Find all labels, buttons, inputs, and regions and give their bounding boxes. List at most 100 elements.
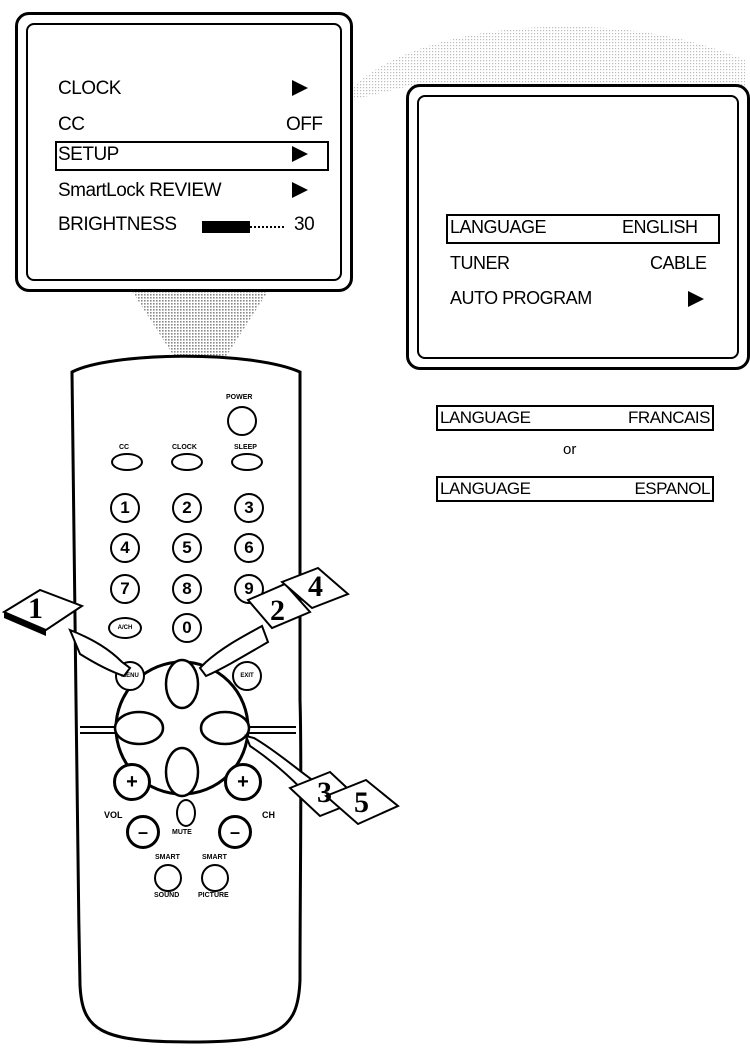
- mute-button[interactable]: [176, 799, 196, 827]
- ch-label: CH: [262, 810, 275, 820]
- power-label: POWER: [226, 394, 253, 401]
- language-option-francais: LANGUAGE FRANCAIS: [436, 405, 714, 431]
- plus-icon: +: [126, 770, 138, 793]
- smart-picture-button[interactable]: [201, 864, 229, 892]
- or-text: or: [563, 441, 577, 458]
- setup-menu-screen: [406, 84, 750, 370]
- arrow-right-icon: [292, 146, 308, 162]
- power-button[interactable]: [227, 406, 257, 436]
- menu-item-tuner[interactable]: TUNER: [450, 253, 510, 274]
- vol-down-button[interactable]: –: [126, 815, 160, 849]
- digit-button-7[interactable]: 7: [110, 574, 140, 604]
- brightness-slider-track: [250, 226, 284, 228]
- sleep-label: SLEEP: [234, 444, 257, 451]
- digit-button-8[interactable]: 8: [172, 574, 202, 604]
- digit-button-1[interactable]: 1: [110, 493, 140, 523]
- menu-item-label: LANGUAGE: [450, 217, 547, 237]
- vol-label: VOL: [104, 810, 123, 820]
- step-tag-1-shape: [1, 588, 85, 632]
- menu-item-label: BRIGHTNESS: [58, 214, 177, 235]
- step-number-2: 2: [270, 594, 285, 627]
- smart-sound-top-label: SMART: [155, 854, 180, 861]
- digit-button-3[interactable]: 3: [234, 493, 264, 523]
- step-tag-5-shape: [324, 778, 400, 826]
- digit-button-4[interactable]: 4: [110, 533, 140, 563]
- tuner-value: CABLE: [650, 253, 707, 273]
- digit-button-2[interactable]: 2: [172, 493, 202, 523]
- language-option-value: ESPANOL: [634, 479, 710, 498]
- menu-item-label: CC: [58, 114, 85, 135]
- vol-up-button[interactable]: +: [113, 763, 151, 801]
- ch-down-button[interactable]: –: [218, 815, 252, 849]
- menu-item-label: AUTO PROGRAM: [450, 288, 592, 308]
- arrow-right-icon: [688, 291, 704, 307]
- language-option-label: LANGUAGE: [440, 408, 531, 427]
- ach-label: A/CH: [117, 625, 133, 631]
- menu-item-label: SmartLock REVIEW: [58, 180, 222, 201]
- minus-icon: –: [229, 821, 240, 842]
- language-option-label: LANGUAGE: [440, 479, 531, 498]
- sleep-button[interactable]: [231, 453, 263, 471]
- cc-label: CC: [119, 444, 130, 451]
- language-option-value: FRANCAIS: [628, 408, 710, 427]
- arrow-right-icon: [292, 182, 308, 198]
- exit-label: EXIT: [240, 673, 254, 679]
- nav-up-button: [164, 658, 200, 710]
- brightness-slider[interactable]: [202, 221, 284, 233]
- mute-label: MUTE: [172, 829, 192, 836]
- exit-button[interactable]: EXIT: [232, 661, 262, 691]
- menu-item-clock[interactable]: CLOCK: [58, 78, 121, 100]
- smart-picture-top-label: SMART: [202, 854, 227, 861]
- menu-item-label: CLOCK: [58, 78, 121, 99]
- digit-button-6[interactable]: 6: [234, 533, 264, 563]
- menu-item-cc[interactable]: CC: [58, 114, 85, 136]
- brightness-value: 30: [294, 214, 315, 235]
- pointing-hand-icon: [198, 624, 270, 678]
- language-selection-highlight: [446, 214, 720, 244]
- menu-item-auto-program[interactable]: AUTO PROGRAM: [450, 288, 592, 309]
- clock-label: CLOCK: [172, 444, 197, 451]
- beam-to-setup-menu: [352, 26, 745, 100]
- pointing-hand-icon: [68, 628, 132, 678]
- step-number-1: 1: [28, 592, 43, 625]
- step-tag-4-shape: [280, 566, 350, 610]
- menu-item-label: SETUP: [58, 144, 119, 165]
- step-number-4: 4: [308, 570, 323, 603]
- cc-button[interactable]: [111, 453, 143, 471]
- step-tag-2-shape: [246, 582, 312, 630]
- ach-button[interactable]: A/CH: [108, 617, 142, 639]
- beam-to-main-menu: [130, 288, 270, 358]
- language-value: ENGLISH: [622, 217, 698, 237]
- nav-down-button: [164, 746, 200, 798]
- menu-item-smartlock-review[interactable]: SmartLock REVIEW: [58, 180, 222, 202]
- digit-button-0[interactable]: 0: [172, 613, 202, 643]
- menu-item-language[interactable]: LANGUAGE: [450, 217, 547, 238]
- plus-icon: +: [237, 770, 249, 793]
- nav-left-button: [113, 710, 165, 746]
- minus-icon: –: [137, 821, 148, 842]
- smart-sound-bottom-label: SOUND: [154, 892, 180, 899]
- menu-item-setup[interactable]: SETUP: [58, 144, 119, 166]
- menu-item-label: TUNER: [450, 253, 510, 273]
- menu-item-value: OFF: [286, 114, 323, 135]
- main-menu-screen-inner: [26, 23, 342, 281]
- smart-sound-button[interactable]: [154, 864, 182, 892]
- nav-right-button: [199, 710, 251, 746]
- step-number-5: 5: [354, 786, 369, 819]
- pointing-hand-icon: [244, 734, 320, 796]
- smart-picture-bottom-label: PICTURE: [198, 892, 229, 899]
- menu-item-brightness[interactable]: BRIGHTNESS: [58, 214, 177, 236]
- arrow-right-icon: [292, 80, 308, 96]
- step-number-3: 3: [317, 776, 332, 809]
- menu-selection-highlight: [55, 141, 329, 171]
- ch-up-button[interactable]: +: [224, 763, 262, 801]
- language-option-espanol: LANGUAGE ESPANOL: [436, 476, 714, 502]
- brightness-slider-fill: [202, 221, 250, 233]
- clock-button[interactable]: [171, 453, 203, 471]
- menu-label: MENU: [121, 673, 139, 679]
- digit-button-5[interactable]: 5: [172, 533, 202, 563]
- menu-button[interactable]: MENU: [115, 661, 145, 691]
